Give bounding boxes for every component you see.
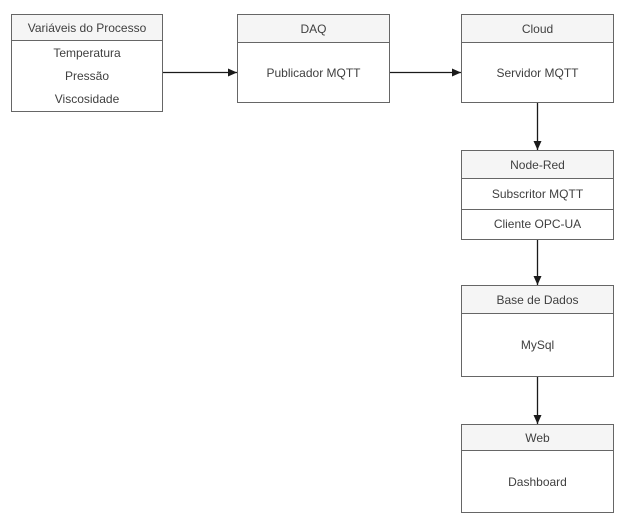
node-body: Subscritor MQTT Cliente OPC-UA <box>462 179 613 239</box>
node-row: Publicador MQTT <box>266 65 361 80</box>
node-row: Dashboard <box>508 474 567 489</box>
node-database[interactable]: Base de Dados MySql <box>461 285 614 377</box>
node-row: Cliente OPC-UA <box>462 208 613 240</box>
node-node-red[interactable]: Node-Red Subscritor MQTT Cliente OPC-UA <box>461 150 614 240</box>
node-title: Base de Dados <box>462 286 613 314</box>
node-title: Web <box>462 425 613 451</box>
node-body: Publicador MQTT <box>238 43 389 102</box>
node-row: Viscosidade <box>54 92 120 107</box>
node-row: Pressão <box>64 68 110 83</box>
node-daq[interactable]: DAQ Publicador MQTT <box>237 14 390 103</box>
node-cloud[interactable]: Cloud Servidor MQTT <box>461 14 614 103</box>
node-web[interactable]: Web Dashboard <box>461 424 614 513</box>
node-body: Dashboard <box>462 451 613 512</box>
node-row: Subscritor MQTT <box>491 186 584 201</box>
node-body: MySql <box>462 314 613 376</box>
node-title: Node-Red <box>462 151 613 179</box>
node-row: Servidor MQTT <box>496 65 579 80</box>
node-process-variables[interactable]: Variáveis do Processo Temperatura Pressã… <box>11 14 163 112</box>
node-body: Temperatura Pressão Viscosidade <box>12 41 162 111</box>
node-body: Servidor MQTT <box>462 43 613 102</box>
node-row: Temperatura <box>53 45 121 60</box>
node-title: DAQ <box>238 15 389 43</box>
node-title: Variáveis do Processo <box>12 15 162 41</box>
node-title: Cloud <box>462 15 613 43</box>
node-row: MySql <box>520 338 555 352</box>
